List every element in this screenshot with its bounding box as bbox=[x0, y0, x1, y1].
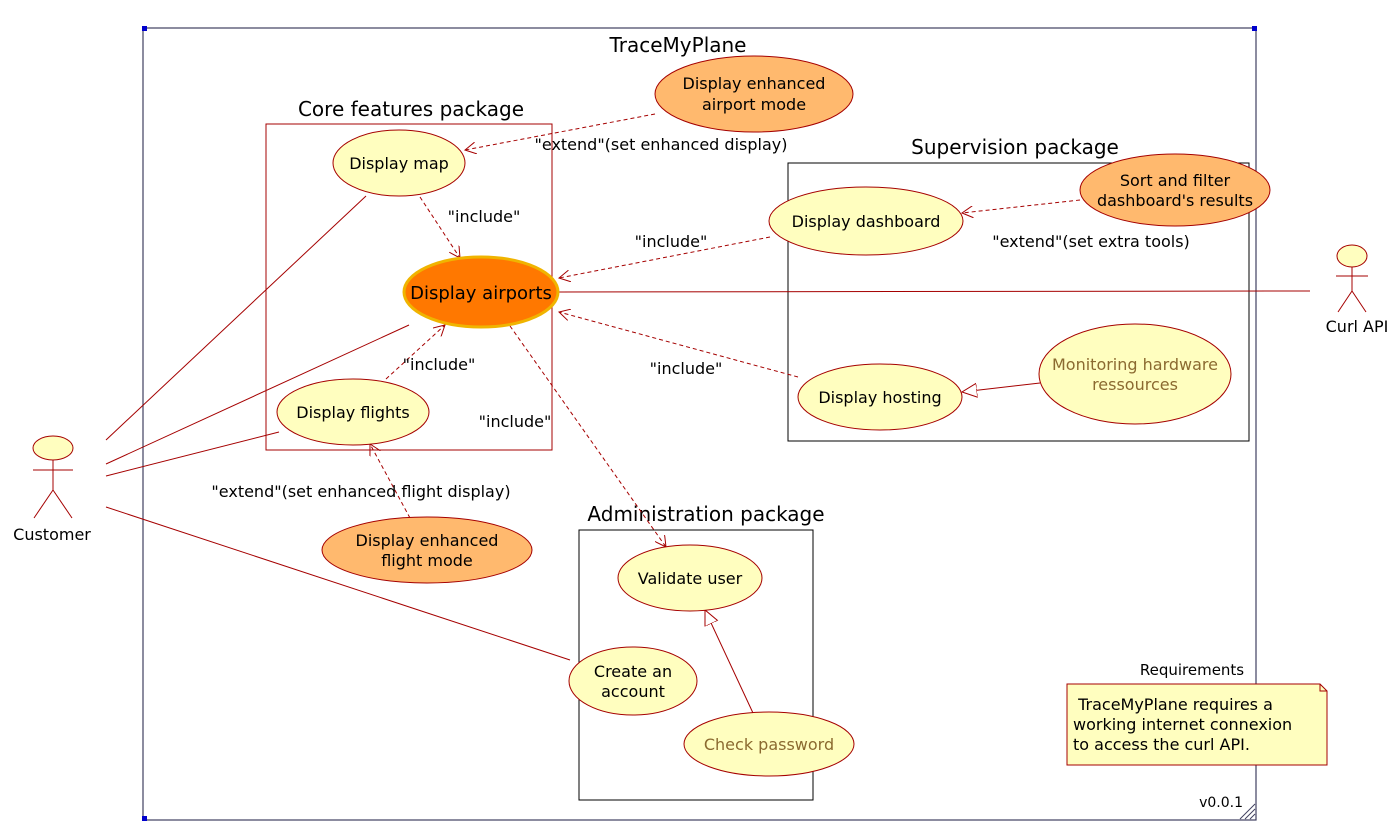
resize-grip-icon[interactable] bbox=[1239, 803, 1256, 820]
note-line: working internet connexion bbox=[1073, 715, 1292, 734]
usecase-label-line2: account bbox=[601, 682, 665, 701]
usecase-display-map[interactable]: Display map bbox=[332, 129, 466, 197]
selection-handle[interactable] bbox=[1252, 26, 1257, 31]
usecase-display-enhanced-airport-mode[interactable]: Display enhanced airport mode bbox=[654, 55, 854, 133]
usecase-label-line1: Display enhanced bbox=[683, 74, 826, 93]
include-arrow-airports-validate bbox=[509, 325, 666, 547]
usecase-label-line2: ressources bbox=[1092, 375, 1178, 394]
usecase-label: Check password bbox=[704, 735, 834, 754]
generalization-monitoring-hosting bbox=[962, 383, 1041, 392]
usecase-create-account[interactable]: Create an account bbox=[568, 646, 698, 716]
package-title: Administration package bbox=[587, 502, 824, 526]
usecase-label: Display dashboard bbox=[792, 212, 941, 231]
association-airports-curl-api bbox=[556, 290, 1311, 293]
usecase-monitoring-hardware[interactable]: Monitoring hardware ressources bbox=[1038, 323, 1232, 425]
actor-label: Curl API bbox=[1326, 317, 1389, 336]
usecase-label: Display airports bbox=[410, 283, 552, 304]
requirements-note[interactable]: Requirements TraceMyPlane requires a wor… bbox=[1066, 661, 1328, 766]
usecase-label-line2: dashboard's results bbox=[1097, 191, 1253, 210]
relation-label: "extend"(set extra tools) bbox=[992, 232, 1190, 251]
package-title: Core features package bbox=[298, 97, 524, 121]
associations bbox=[105, 195, 1311, 661]
relation-label: "include" bbox=[650, 359, 723, 378]
usecase-label-line1: Monitoring hardware bbox=[1052, 355, 1218, 374]
extend-arrow-enhanced-airport bbox=[465, 113, 656, 150]
actor-figure-icon bbox=[32, 435, 74, 461]
usecase-label-line2: airport mode bbox=[702, 95, 806, 114]
note-line: to access the curl API. bbox=[1073, 735, 1250, 754]
association-customer-create-account bbox=[105, 506, 571, 661]
relation-label: "include" bbox=[635, 232, 708, 251]
usecase-label-line1: Display enhanced bbox=[356, 531, 499, 550]
extend-arrow-sort-filter bbox=[962, 199, 1081, 213]
usecase-display-hosting[interactable]: Display hosting bbox=[797, 363, 963, 431]
include-arrow-flights-airports bbox=[385, 325, 445, 380]
generalization-check-validate bbox=[705, 610, 754, 714]
version-label: v0.0.1 bbox=[1199, 795, 1243, 811]
actor-label: Customer bbox=[13, 525, 91, 544]
relation-label: "extend"(set enhanced display) bbox=[535, 135, 788, 154]
usecase-check-password[interactable]: Check password bbox=[683, 711, 855, 777]
usecase-display-enhanced-flight-mode[interactable]: Display enhanced flight mode bbox=[321, 516, 533, 584]
selection-handle[interactable] bbox=[142, 26, 147, 31]
actor-curl-api[interactable]: Curl API bbox=[1326, 244, 1389, 336]
actor-customer[interactable]: Customer bbox=[13, 435, 91, 544]
usecase-display-dashboard[interactable]: Display dashboard bbox=[768, 186, 964, 256]
usecase-label-line1: Sort and filter bbox=[1120, 171, 1231, 190]
include-arrow-hosting-airports bbox=[559, 312, 799, 378]
relation-label: "extend"(set enhanced flight display) bbox=[211, 482, 510, 501]
system-title: TraceMyPlane bbox=[608, 33, 746, 57]
usecase-display-airports[interactable]: Display airports bbox=[402, 255, 560, 329]
usecase-validate-user[interactable]: Validate user bbox=[617, 544, 763, 612]
usecase-label: Display flights bbox=[296, 403, 410, 422]
usecase-label: Display map bbox=[349, 154, 449, 173]
usecase-display-flights[interactable]: Display flights bbox=[276, 378, 430, 446]
usecase-label: Display hosting bbox=[818, 388, 941, 407]
actor-figure-icon bbox=[1336, 244, 1368, 268]
relation-label: "include" bbox=[448, 207, 521, 226]
note-fold-icon bbox=[1319, 684, 1327, 692]
usecase-label-line2: flight mode bbox=[381, 551, 473, 570]
association-customer-airports bbox=[105, 324, 410, 465]
selection-handle[interactable] bbox=[142, 816, 147, 821]
association-customer-flights bbox=[105, 431, 280, 477]
package-title: Supervision package bbox=[911, 135, 1119, 159]
usecase-label-line1: Create an bbox=[594, 662, 672, 681]
association-customer-map bbox=[105, 195, 367, 441]
extend-arrow-enhanced-flight bbox=[370, 444, 411, 519]
usecase-label: Validate user bbox=[638, 569, 743, 588]
note-line: TraceMyPlane requires a bbox=[1073, 695, 1273, 714]
relation-label: "include" bbox=[403, 355, 476, 374]
include-arrow-map-airports bbox=[419, 196, 460, 258]
include-arrow-dashboard-airports bbox=[559, 236, 771, 278]
relation-label: "include" bbox=[479, 412, 552, 431]
usecase-sort-filter-dashboard[interactable]: Sort and filter dashboard's results bbox=[1079, 153, 1271, 227]
supervision-package[interactable]: Supervision package bbox=[787, 135, 1250, 442]
note-title: Requirements bbox=[1140, 661, 1244, 679]
